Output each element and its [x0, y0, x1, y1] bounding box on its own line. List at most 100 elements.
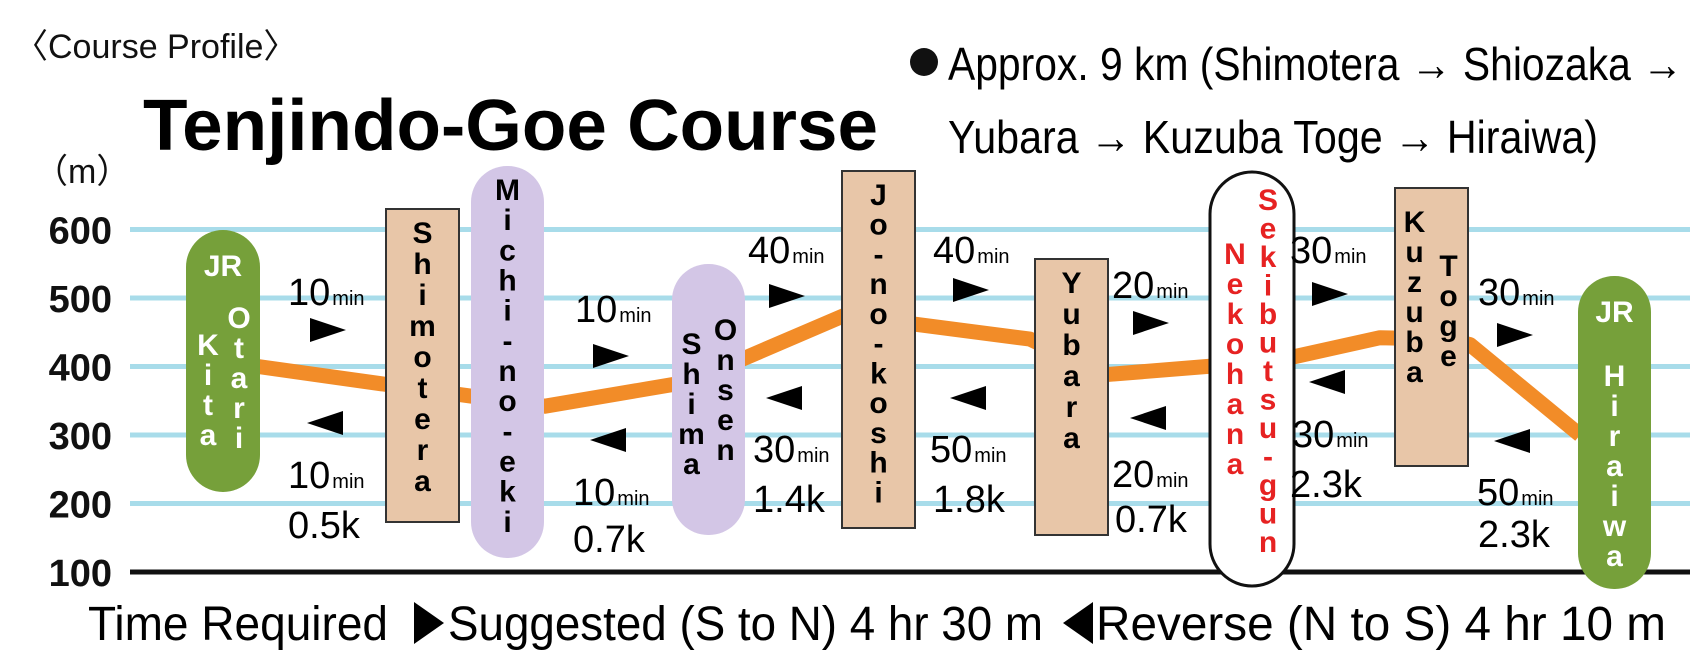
place-name-char: - — [503, 325, 513, 358]
place-name-char: e — [414, 403, 431, 436]
place-name-char: a — [1227, 388, 1244, 421]
jr-label: JR — [204, 250, 243, 283]
place-name-char: a — [200, 419, 217, 452]
forward-arrow-icon — [593, 344, 629, 368]
place-name: Kuzuba — [1404, 206, 1426, 389]
forward-arrow-icon — [414, 602, 444, 644]
reverse-arrow-icon — [766, 386, 802, 410]
place-name-char: h — [498, 265, 516, 298]
place-name-char: a — [414, 465, 431, 498]
place-name-char: a — [1227, 448, 1244, 481]
segment-distance: 2.3k — [1290, 464, 1363, 506]
place-name-char: h — [413, 248, 431, 281]
place-name: Hiraiwa — [1602, 360, 1627, 573]
place-name-char: - — [874, 328, 884, 361]
reverse-arrow-icon — [1063, 602, 1093, 644]
place-name-char: k — [1227, 298, 1244, 331]
y-tick-label: 500 — [49, 279, 112, 321]
place-box — [841, 170, 916, 529]
place-name-char: b — [1062, 329, 1080, 362]
course-profile-label: 〈Course Profile〉 — [14, 28, 297, 66]
footer-reverse: Reverse (N to S) 4 hr 10 m — [1096, 598, 1666, 651]
place-name-char: a — [683, 448, 700, 481]
place-name-char: M — [495, 174, 520, 207]
place-name-char: m — [678, 418, 705, 451]
place-name-char: i — [1610, 480, 1618, 513]
y-tick-label: 400 — [49, 348, 112, 390]
place-name-char: i — [687, 388, 695, 421]
place-name-char: o — [1226, 328, 1244, 361]
segment-distance: 0.7k — [573, 519, 646, 561]
place-name-char: J — [870, 179, 887, 212]
reverse-arrow-icon — [307, 411, 343, 435]
place-name-char: t — [1263, 355, 1273, 388]
place-name-char: n — [498, 355, 516, 388]
place-name-char: h — [1226, 358, 1244, 391]
place-name-char: i — [874, 476, 882, 509]
place-name-char: u — [1259, 498, 1277, 531]
place-name-char: i — [204, 359, 212, 392]
place-name-char: K — [1404, 206, 1426, 239]
place-name-char: - — [503, 415, 513, 448]
place-name-char: - — [874, 238, 884, 271]
place-name-char: n — [716, 434, 734, 467]
place-name-char: o — [869, 387, 887, 420]
page-title: Tenjindo-Goe Course — [143, 86, 878, 166]
place-name-char: h — [682, 358, 700, 391]
place-name-char: S — [412, 217, 432, 250]
place-name-char: r — [417, 434, 429, 467]
place-name-char: O — [714, 314, 737, 347]
place-name-char: i — [503, 506, 511, 539]
place-name-char: N — [1224, 238, 1246, 271]
place-name-char: a — [1606, 450, 1623, 483]
place-name-char: a — [1406, 356, 1423, 389]
place-marker: Yubara — [1034, 258, 1109, 536]
place-name-char: u — [1405, 296, 1423, 329]
place-box — [186, 230, 260, 492]
summary-line-1: Approx. 9 km (Shimotera → Shiozaka → — [948, 38, 1683, 90]
place-box — [471, 166, 544, 558]
place-name-char: r — [1609, 420, 1621, 453]
place-name-char: k — [499, 476, 516, 509]
place-name-char: i — [418, 279, 426, 312]
forward-arrow-icon — [310, 318, 346, 342]
place-name-char: i — [235, 422, 243, 455]
place-name-char: - — [1263, 441, 1273, 474]
place-name-char: i — [1610, 390, 1618, 423]
forward-arrow-icon — [1497, 323, 1533, 347]
place-name-char: a — [1606, 540, 1623, 573]
place-name-char: S — [681, 328, 701, 361]
place-name-char: t — [418, 372, 428, 405]
place-name-char: b — [1405, 326, 1423, 359]
place-box — [1208, 170, 1296, 588]
segment-distance: 1.8k — [933, 479, 1006, 521]
place-name-char: O — [227, 302, 250, 335]
place-name-char: r — [1066, 391, 1078, 424]
place-name-char: a — [231, 362, 248, 395]
forward-arrow-icon — [1133, 311, 1169, 335]
place-name-char: t — [234, 332, 244, 365]
